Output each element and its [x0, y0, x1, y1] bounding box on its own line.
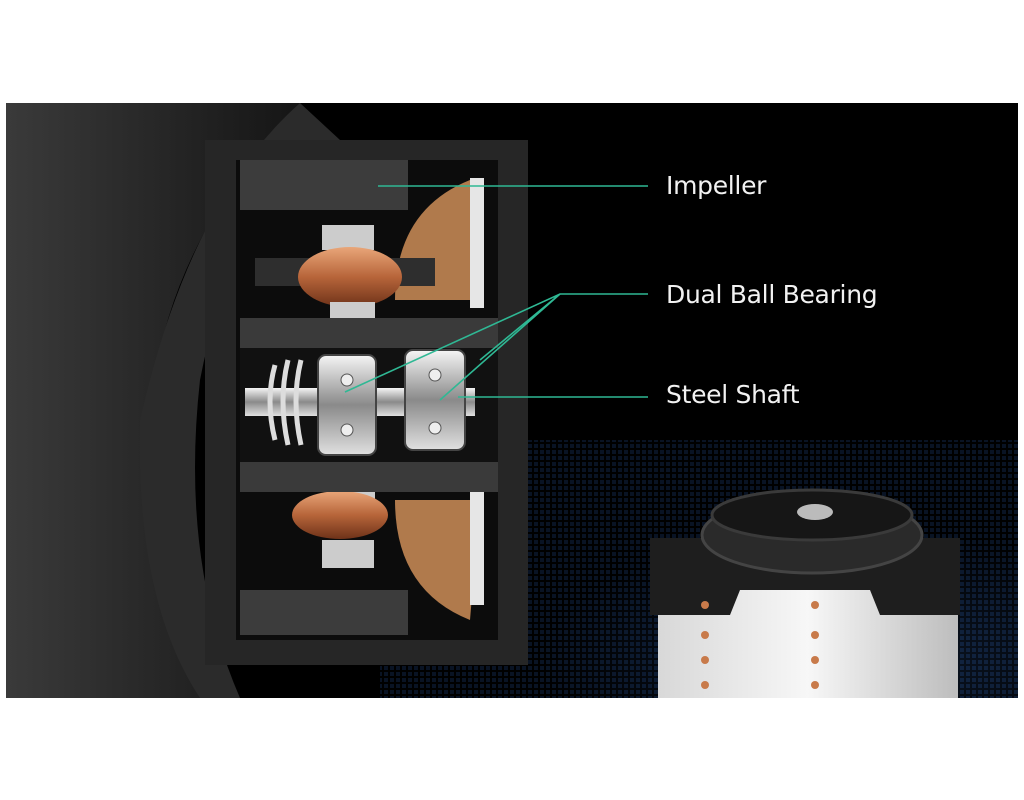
- bearing-leader-line: [344, 293, 648, 401]
- impeller-label: Impeller: [666, 171, 767, 200]
- ball-bearing-left: [317, 354, 377, 456]
- motor-housing: [205, 140, 528, 665]
- steel-shaft-label: Steel Shaft: [666, 380, 800, 409]
- cpu-cooler: [650, 488, 960, 698]
- dual-ball-bearing-label: Dual Ball Bearing: [666, 280, 878, 309]
- ball-bearing-right: [404, 349, 466, 451]
- fan-blade: [6, 103, 300, 698]
- impeller-magnet: [240, 160, 408, 210]
- copper-coil: [298, 247, 402, 307]
